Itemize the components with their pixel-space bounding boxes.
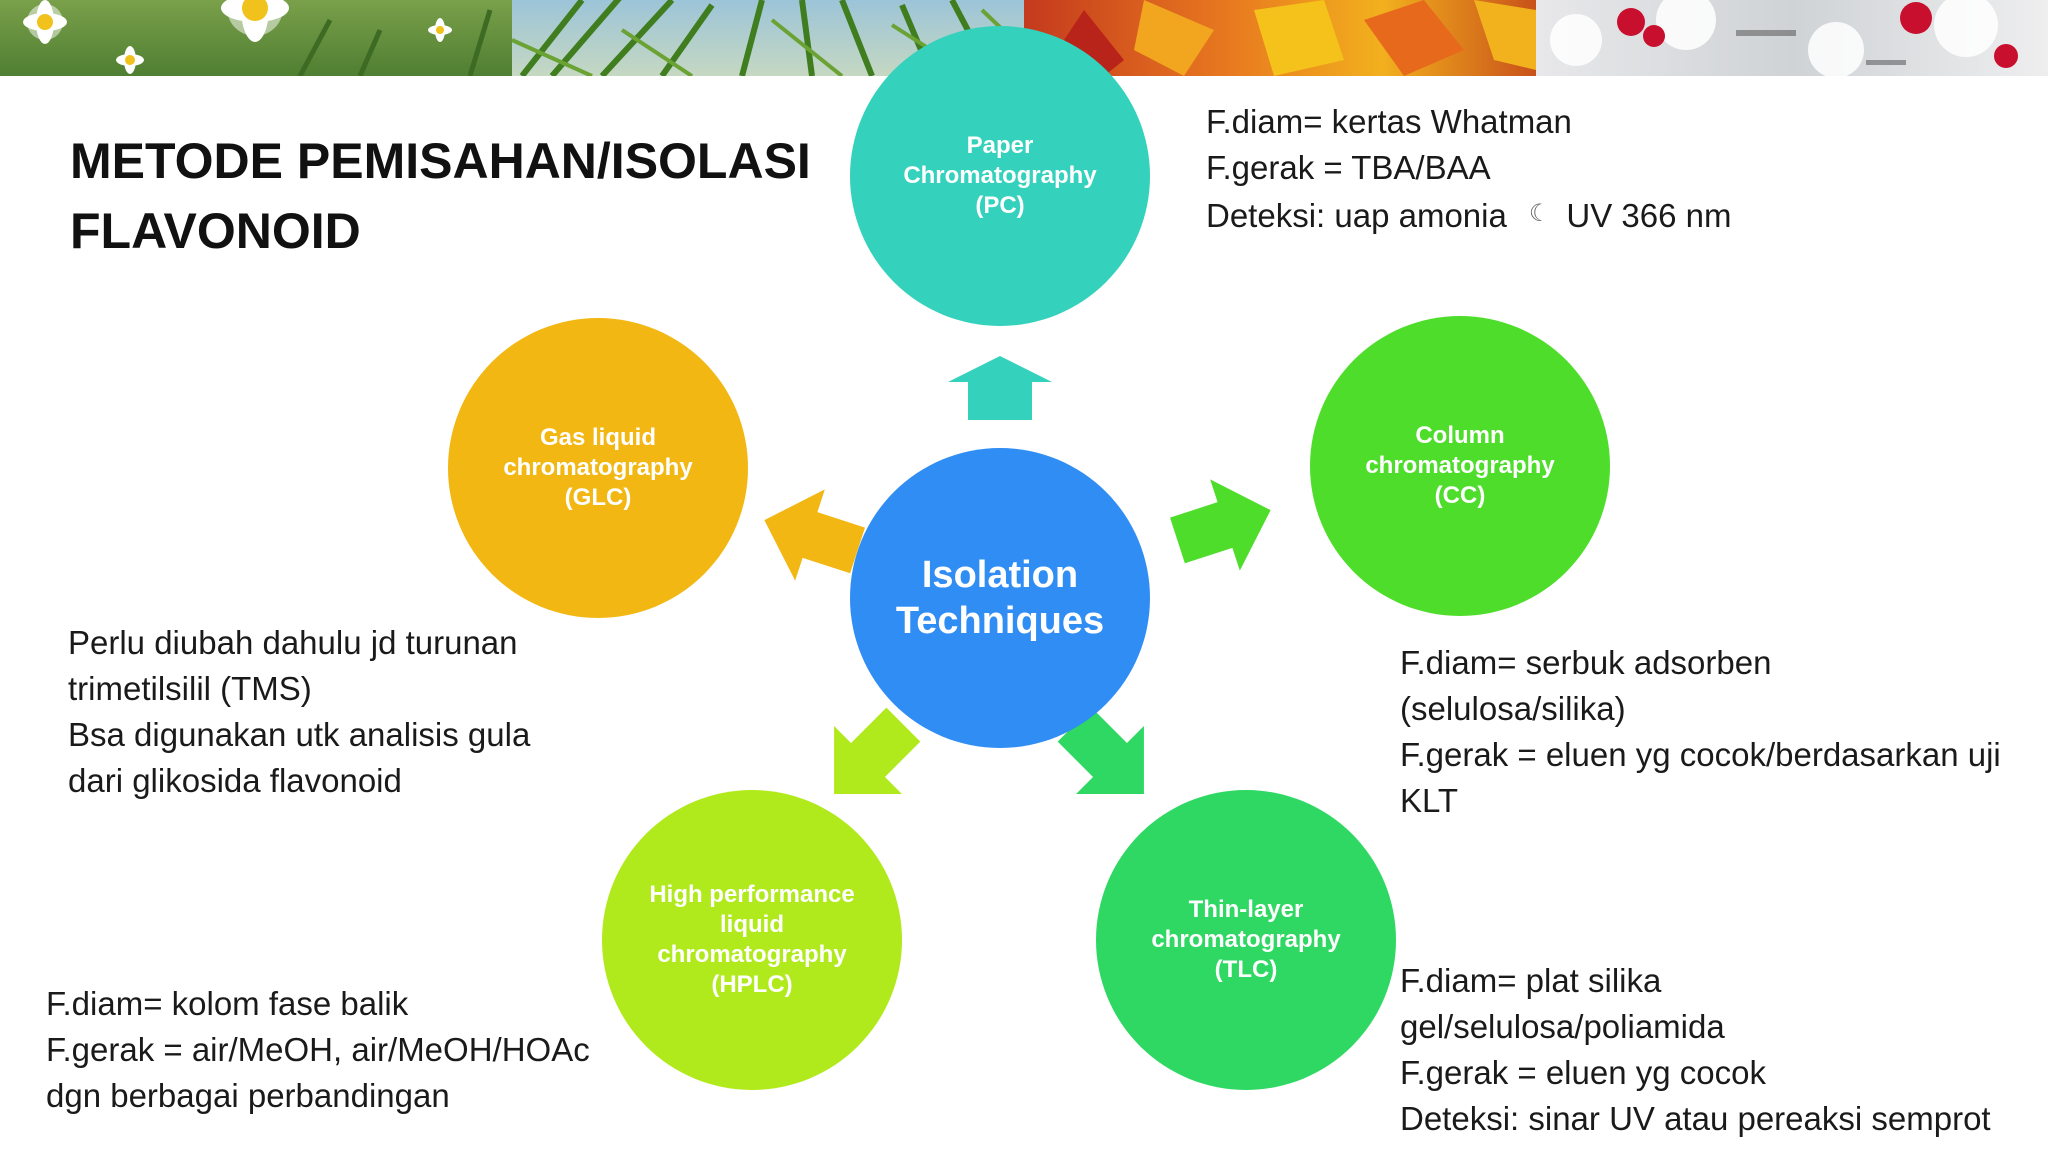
hplc-node-line-4: (HPLC) bbox=[711, 971, 793, 998]
cc-note-line-4: KLT bbox=[1400, 782, 1459, 819]
column-node-line-3: (CC) bbox=[1434, 482, 1486, 509]
center-node-line-2: Techniques bbox=[895, 600, 1105, 642]
pc-note-line-1: F.diam= kertas Whatman bbox=[1206, 103, 1572, 140]
arrow-to-paper bbox=[948, 356, 1052, 420]
autumn-leaves-graphic bbox=[1044, 0, 1536, 76]
glc-note-line-1: Perlu diubah dahulu jd turunan bbox=[68, 624, 518, 661]
hplc-note-line-3: dgn berbagai perbandingan bbox=[46, 1077, 450, 1114]
gas-node-line-3: (GLC) bbox=[564, 484, 632, 511]
column-chromatography-node: Column chromatography (CC) bbox=[1310, 316, 1610, 616]
arrow-to-tlc bbox=[1057, 707, 1144, 794]
winter-berries-photo bbox=[1536, 0, 2048, 76]
pc-note-line-2: F.gerak = TBA/BAA bbox=[1206, 149, 1491, 186]
pc-note-detection: Deteksi: uap amonia bbox=[1206, 197, 1507, 234]
cc-note-line-1: F.diam= serbuk adsorben bbox=[1400, 644, 1772, 681]
tlc-node-line-1: Thin-layer bbox=[1188, 896, 1304, 923]
hplc-node-line-1: High performance bbox=[649, 881, 855, 908]
paper-node-line-2: Chromatography bbox=[903, 162, 1097, 189]
tlc-note-line-4: Deteksi: sinar UV atau pereaksi semprot bbox=[1400, 1100, 1991, 1137]
paper-node-line-3: (PC) bbox=[975, 192, 1025, 219]
title-line-2: FLAVONOID bbox=[70, 203, 361, 259]
slide-title: METODE PEMISAHAN/ISOLASI FLAVONOID bbox=[70, 126, 811, 266]
tlc-note-line-2: gel/selulosa/poliamida bbox=[1400, 1008, 1725, 1045]
tlc-node-line-3: (TLC) bbox=[1214, 956, 1278, 983]
isolation-techniques-center-node: Isolation Techniques bbox=[850, 448, 1150, 748]
hplc-node-line-3: chromatography bbox=[657, 941, 847, 968]
daisy-flowers-graphic bbox=[23, 0, 493, 76]
cc-note-line-2: (selulosa/silika) bbox=[1400, 690, 1626, 727]
autumn-leaves-photo bbox=[1024, 0, 1536, 76]
paper-chromatography-node: Paper Chromatography (PC) bbox=[850, 26, 1150, 326]
title-line-1: METODE PEMISAHAN/ISOLASI bbox=[70, 133, 811, 189]
gas-liquid-chromatography-node: Gas liquid chromatography (GLC) bbox=[448, 318, 748, 618]
winter-berries-graphic bbox=[1550, 0, 2018, 76]
paper-node-line-1: Paper bbox=[966, 132, 1034, 159]
gas-node-line-1: Gas liquid bbox=[539, 424, 656, 451]
daisy-photo bbox=[0, 0, 512, 76]
column-node-line-2: chromatography bbox=[1365, 452, 1555, 479]
glc-note-line-2: trimetilsilil (TMS) bbox=[68, 670, 312, 707]
hplc-node: High performance liquid chromatography (… bbox=[602, 790, 902, 1090]
thin-layer-chromatography-node: Thin-layer chromatography (TLC) bbox=[1096, 790, 1396, 1090]
glc-note-line-4: dari glikosida flavonoid bbox=[68, 762, 402, 799]
tlc-node-line-2: chromatography bbox=[1151, 926, 1341, 953]
hplc-note-line-1: F.diam= kolom fase balik bbox=[46, 985, 409, 1022]
thin-layer-chromatography-notes: F.diam= plat silika gel/selulosa/poliami… bbox=[1400, 958, 1991, 1142]
column-chromatography-notes: F.diam= serbuk adsorben (selulosa/silika… bbox=[1400, 640, 2001, 824]
gas-node-line-2: chromatography bbox=[503, 454, 693, 481]
gas-liquid-chromatography-notes: Perlu diubah dahulu jd turunan trimetils… bbox=[68, 620, 530, 804]
moon-icon: ☾ bbox=[1528, 200, 1551, 227]
tlc-note-line-1: F.diam= plat silika bbox=[1400, 962, 1662, 999]
center-node-line-1: Isolation bbox=[921, 554, 1079, 596]
glc-note-line-3: Bsa digunakan utk analisis gula bbox=[68, 716, 531, 753]
arrow-to-gas bbox=[764, 489, 865, 581]
paper-chromatography-notes: F.diam= kertas Whatman F.gerak = TBA/BAA… bbox=[1206, 99, 1731, 239]
hplc-note-line-2: F.gerak = air/MeOH, air/MeOH/HOAc bbox=[46, 1031, 590, 1068]
hplc-node-line-2: liquid bbox=[720, 911, 784, 938]
arrow-to-column bbox=[1170, 479, 1271, 571]
tlc-note-line-3: F.gerak = eluen yg cocok bbox=[1400, 1054, 1766, 1091]
hplc-notes: F.diam= kolom fase balik F.gerak = air/M… bbox=[46, 981, 590, 1119]
photo-banner bbox=[0, 0, 2048, 76]
cc-note-line-3: F.gerak = eluen yg cocok/berdasarkan uji bbox=[1400, 736, 2001, 773]
arrow-to-hplc bbox=[834, 707, 921, 794]
column-node-line-1: Column bbox=[1415, 422, 1505, 449]
pc-note-uv: UV 366 nm bbox=[1566, 197, 1732, 234]
pc-note-line-3: Deteksi: uap amonia ☾ UV 366 nm bbox=[1206, 191, 1731, 239]
